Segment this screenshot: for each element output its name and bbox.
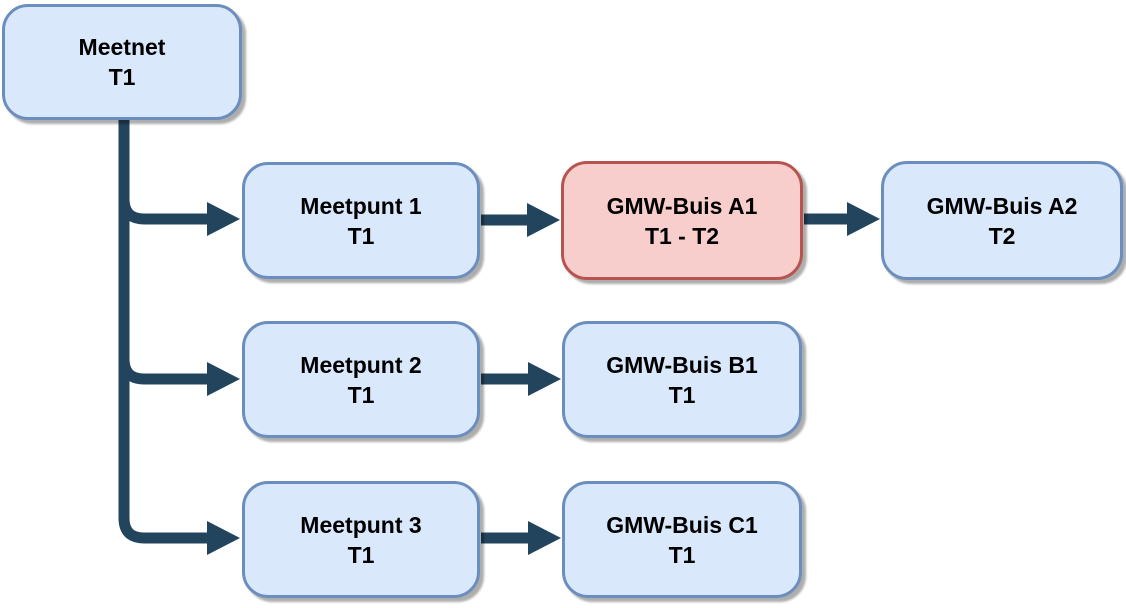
node-gmw-buis-c1: GMW-Buis C1 T1	[562, 481, 802, 598]
node-label: Meetpunt 3	[300, 511, 422, 538]
arrowhead-gmw-b1	[528, 362, 561, 396]
arrowhead-meetpunt2	[207, 362, 240, 396]
node-label: Meetnet	[78, 34, 166, 60]
node-meetpunt-2: Meetpunt 2 T1	[242, 321, 480, 438]
connector-meetnet-meetpunt3	[118, 119, 208, 544]
arrowhead-meetpunt1	[207, 202, 240, 236]
node-label: GMW-Buis A2	[926, 192, 1078, 219]
arrowhead-meetpunt3	[207, 521, 240, 555]
node-sublabel: T1	[668, 381, 696, 408]
node-meetpunt-1: Meetpunt 1 T1	[242, 162, 480, 279]
node-label: GMW-Buis A1	[606, 192, 758, 219]
node-sublabel: T2	[988, 222, 1016, 249]
connector-meetnet-meetpunt1	[118, 119, 208, 225]
node-label: Meetpunt 1	[300, 192, 422, 219]
node-sublabel: T1	[347, 541, 375, 568]
node-label: GMW-Buis B1	[606, 351, 758, 378]
arrowhead-gmw-a1	[527, 203, 560, 237]
node-label: GMW-Buis C1	[606, 511, 758, 538]
node-sublabel: T1	[347, 381, 375, 408]
node-meetpunt-3: Meetpunt 3 T1	[242, 481, 480, 598]
node-gmw-buis-a1-highlighted: GMW-Buis A1 T1 - T2	[561, 161, 803, 280]
node-meetnet: Meetnet T1	[2, 4, 242, 120]
node-gmw-buis-a2: GMW-Buis A2 T2	[881, 161, 1123, 280]
node-gmw-buis-b1: GMW-Buis B1 T1	[562, 321, 802, 438]
arrowhead-gmw-c1	[528, 521, 561, 555]
node-sublabel: T1	[347, 222, 375, 249]
node-sublabel: T1	[108, 64, 136, 90]
node-sublabel: T1 - T2	[644, 222, 720, 249]
connector-meetnet-meetpunt2	[118, 119, 208, 385]
arrowhead-gmw-a2	[847, 202, 880, 236]
node-sublabel: T1	[668, 541, 696, 568]
node-label: Meetpunt 2	[300, 351, 422, 378]
